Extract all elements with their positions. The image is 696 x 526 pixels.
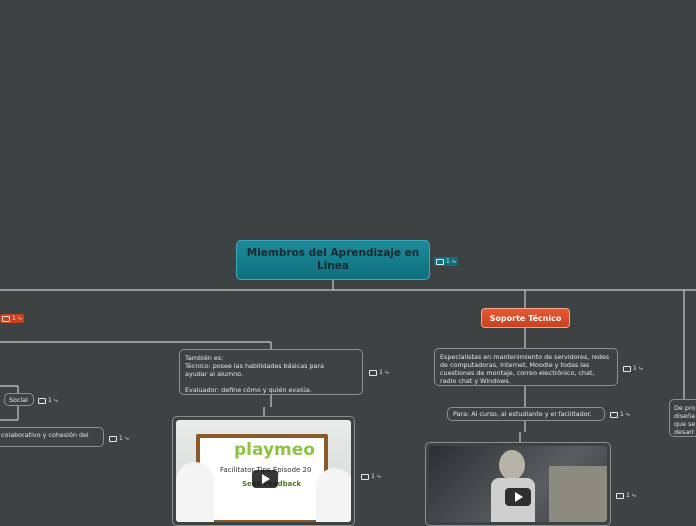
topic-social-badge[interactable]: 1 ⤷: [38, 396, 58, 405]
note-tambien-es[interactable]: También es: Técnico: posee las habilidad…: [179, 349, 363, 395]
video-soporte-badge[interactable]: 1 ⤷: [616, 491, 636, 500]
note-para-badge[interactable]: 1 ⤷: [610, 410, 630, 419]
note-colaborativo-badge[interactable]: 1 ⤷: [109, 434, 129, 443]
comment-icon: [623, 365, 631, 372]
link-icon: ⤷: [384, 368, 389, 376]
video-playmeo[interactable]: playmeo Facilitator Tips Episode 20 Seek…: [172, 416, 355, 526]
note-especialistas-badge[interactable]: 1 ⤷: [623, 364, 643, 373]
comment-icon: [2, 315, 10, 322]
character-head: [499, 450, 525, 480]
video-brand: playmeo: [234, 440, 315, 460]
link-icon: ⤷: [625, 410, 630, 418]
comment-icon: [361, 473, 369, 480]
link-icon: ⤷: [631, 491, 636, 499]
link-icon: ⤷: [124, 434, 129, 442]
comment-icon: [610, 411, 618, 418]
link-icon: ⤷: [17, 314, 22, 322]
comment-icon: [109, 435, 117, 442]
link-icon: ⤷: [638, 364, 643, 372]
play-button[interactable]: [252, 470, 278, 488]
video-soporte[interactable]: [425, 442, 611, 526]
root-notes-badge[interactable]: 1 ⤷: [434, 257, 458, 266]
note-tambien-badge[interactable]: 1 ⤷: [369, 368, 389, 377]
cartoon-figure-right: [316, 468, 351, 522]
play-button[interactable]: [505, 488, 531, 506]
comment-icon: [436, 258, 444, 265]
link-icon: ⤷: [376, 472, 381, 480]
note-right-edge[interactable]: De pro diseña que se desarr: [669, 399, 696, 437]
video-thumbnail: playmeo Facilitator Tips Episode 20 Seek…: [176, 420, 351, 522]
note-para[interactable]: Para: Al curso, al estudiante y el facil…: [447, 407, 605, 421]
left-topic-badge[interactable]: 1 ⤷: [0, 314, 24, 323]
comment-icon: [616, 492, 624, 499]
topic-social[interactable]: Social: [4, 393, 34, 406]
video-playmeo-badge[interactable]: 1 ⤷: [361, 472, 381, 481]
video-thumbnail: [429, 446, 607, 522]
office-shelf: [549, 466, 607, 522]
link-icon: ⤷: [53, 396, 58, 404]
note-colaborativo[interactable]: colaborativo y cohesión del: [0, 427, 104, 447]
link-icon: ⤷: [451, 257, 456, 265]
topic-soporte-tecnico[interactable]: Soporte Técnico: [481, 308, 570, 328]
comment-icon: [369, 369, 377, 376]
root-topic[interactable]: Miembros del Aprendizaje en Linea: [236, 240, 430, 280]
comment-icon: [38, 397, 46, 404]
note-especialistas[interactable]: Especialistas en mantenimiento de servid…: [434, 348, 618, 386]
cartoon-figure-left: [176, 462, 214, 522]
